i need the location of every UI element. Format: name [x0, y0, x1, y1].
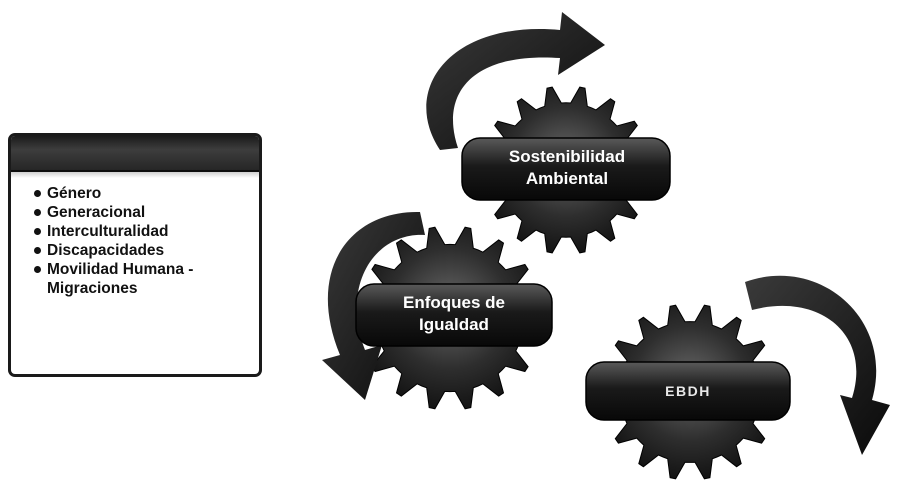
gear-label-pill-enfoques: Enfoques de Igualdad — [355, 283, 553, 347]
gear-label-line1: EBDH — [665, 383, 711, 399]
list-item: Discapacidades — [33, 241, 259, 260]
gear-label-pill-ebdh: EBDH — [585, 361, 791, 421]
list-item: Movilidad Humana - Migraciones — [33, 260, 259, 298]
gear-label-line1: Enfoques de — [403, 293, 505, 312]
list-box-header — [11, 136, 259, 172]
list-item: Interculturalidad — [33, 222, 259, 241]
curved-arrow-icon — [426, 12, 605, 150]
gear-label-line1: Sostenibilidad — [509, 147, 625, 166]
gear-label-line2: Ambiental — [526, 169, 608, 188]
enfoques-list-box: Género Generacional Interculturalidad Di… — [8, 133, 262, 377]
list-item: Género — [33, 184, 259, 203]
curved-arrow-icon — [322, 211, 425, 400]
gear-label-line2: Igualdad — [419, 315, 489, 334]
list-box-header-shadow — [11, 170, 259, 178]
enfoques-list: Género Generacional Interculturalidad Di… — [11, 172, 259, 298]
curved-arrow-icon — [745, 275, 890, 455]
list-item: Generacional — [33, 203, 259, 222]
gear-label-pill-sostenibilidad: Sostenibilidad Ambiental — [461, 137, 671, 201]
